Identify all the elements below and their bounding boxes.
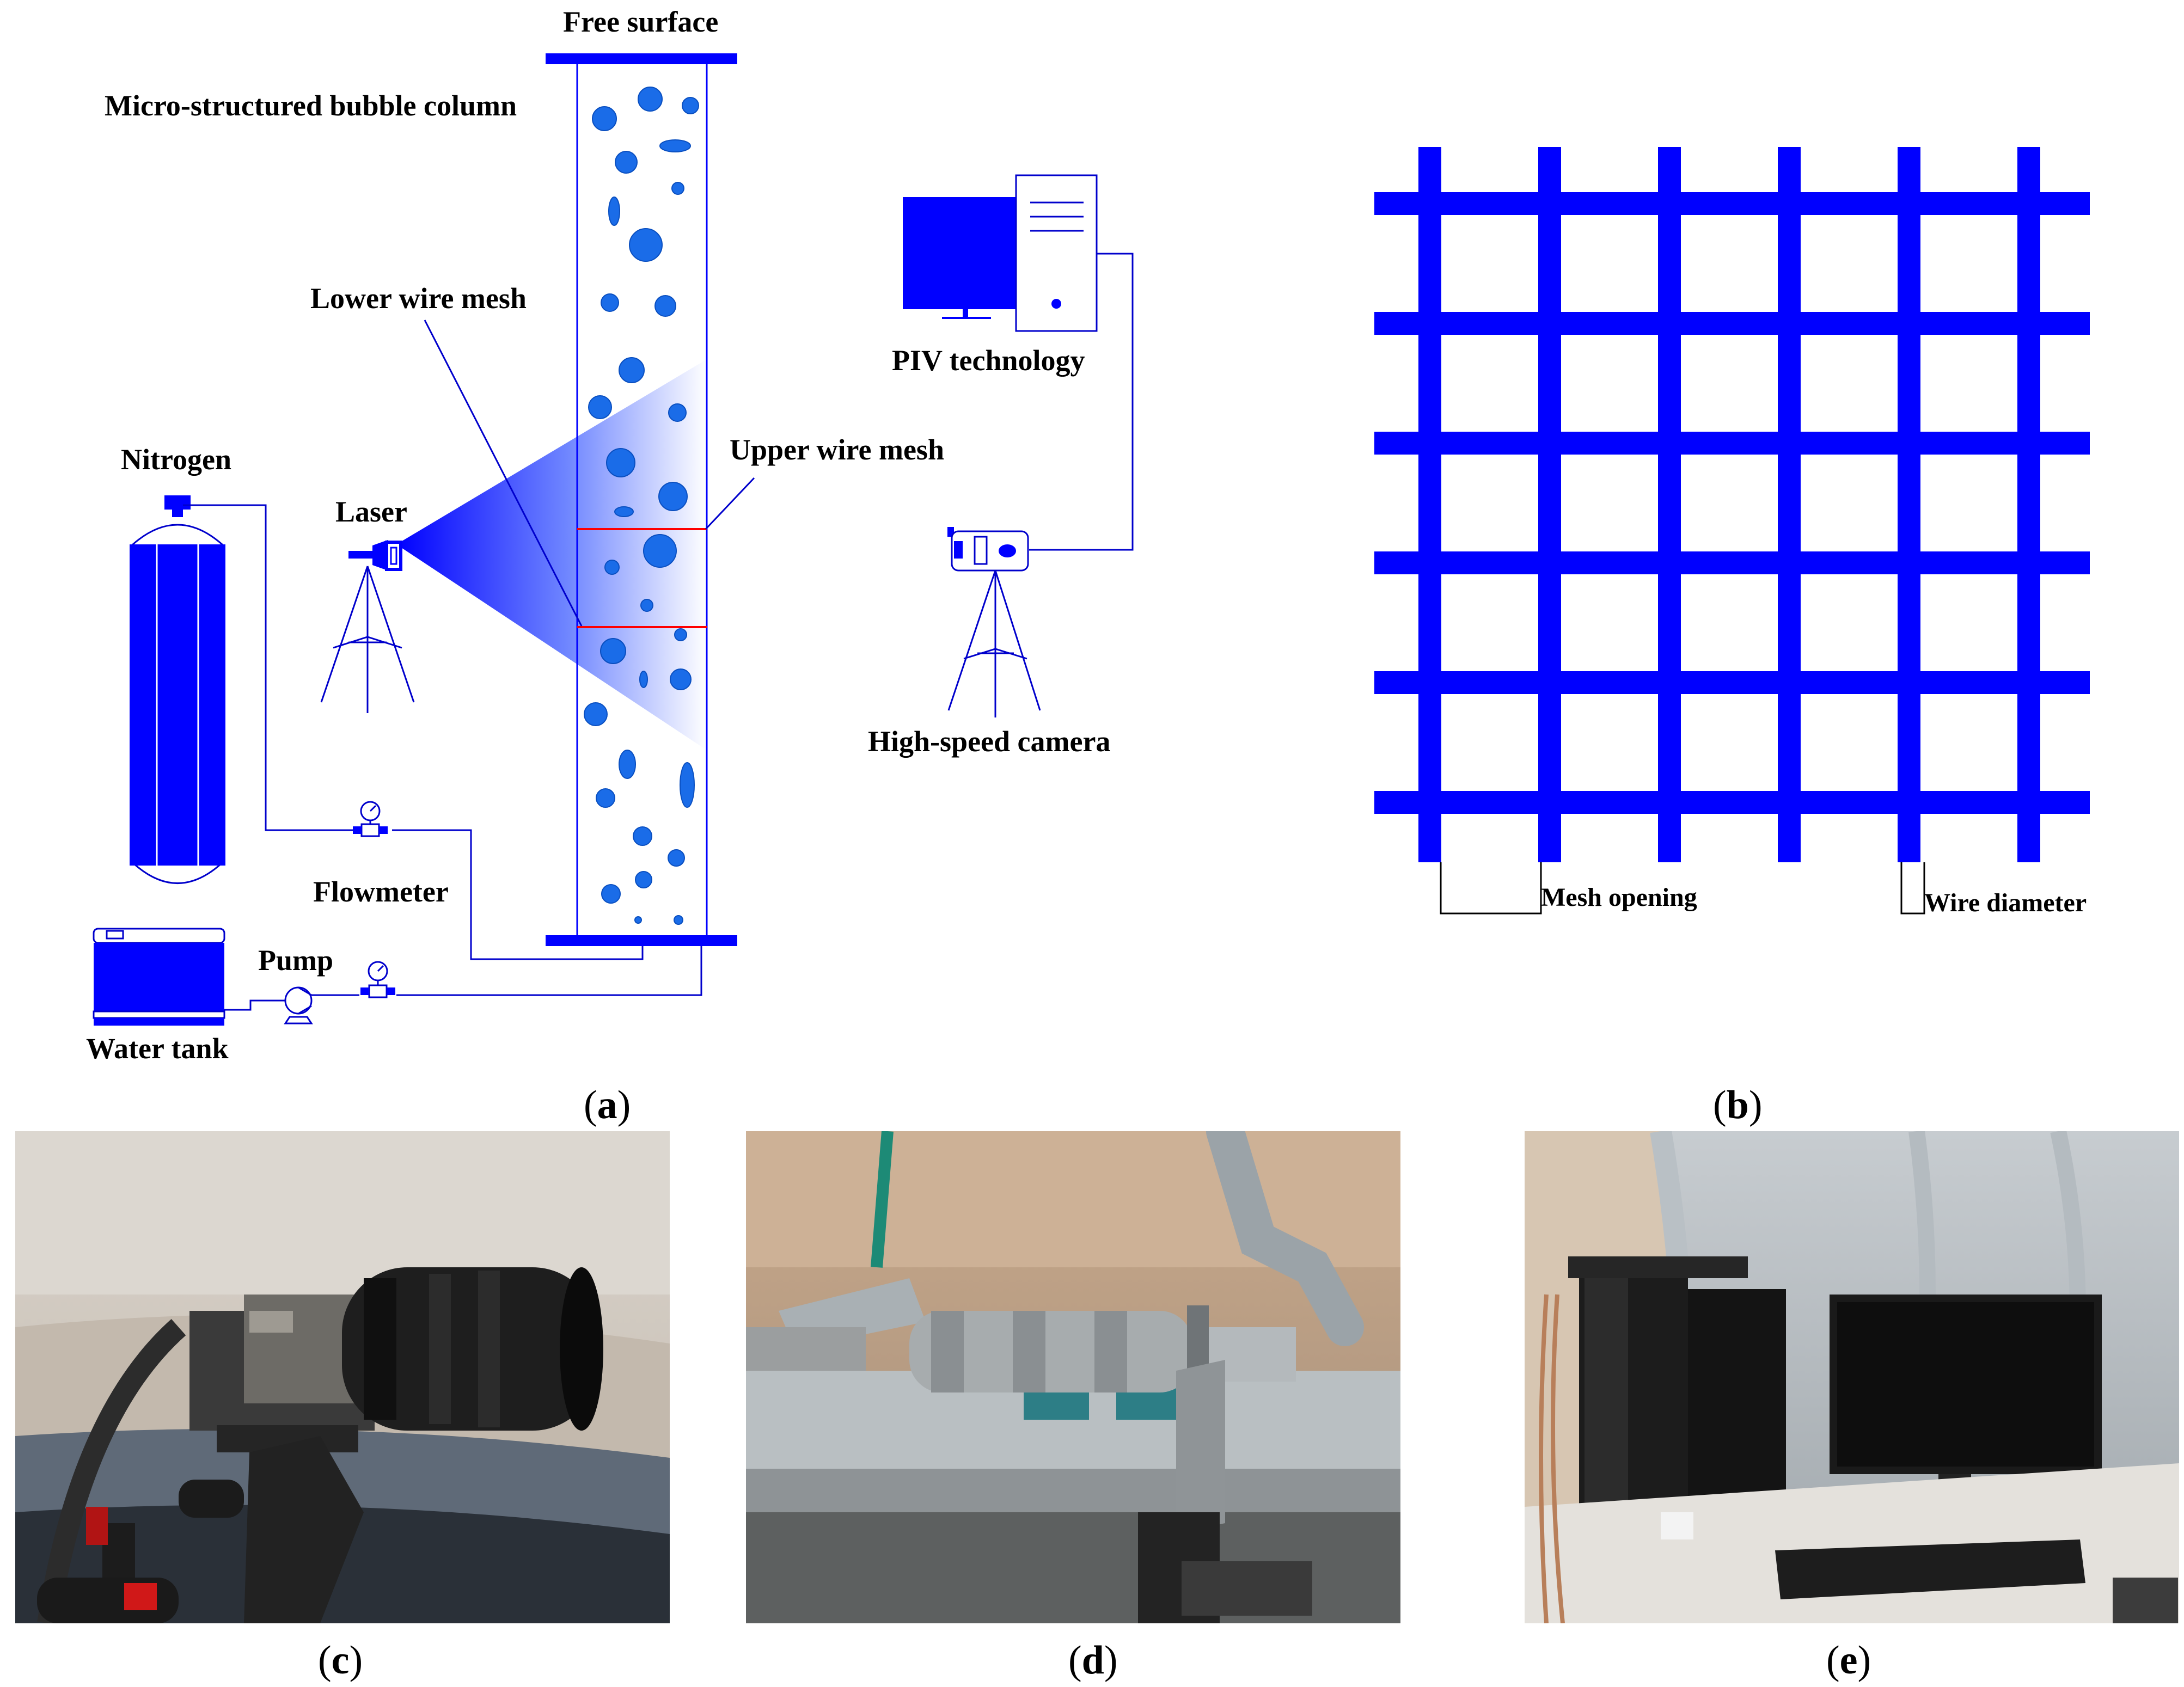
photo-workstation [1525,1131,2179,1623]
bubble [619,357,645,383]
label-water-tank: Water tank [86,1032,229,1065]
bubble [670,668,692,690]
bubble [601,884,621,904]
label-laser: Laser [335,495,407,528]
mesh-wire-horizontal [1374,192,2090,215]
bubble [629,228,663,262]
bubble-column [396,53,737,946]
panel-a: Free surface Micro-structured bubble col… [86,5,1134,1127]
label-lower-mesh: Lower wire mesh [310,282,527,315]
bubble [668,849,685,867]
photo-laser [746,1131,1400,1623]
mesh-wire-horizontal [1374,551,2090,574]
bubble [680,762,695,808]
caption-b: (b) [1713,1083,1762,1127]
mesh-wire-vertical [2017,147,2040,862]
label-wire-diameter: Wire diameter [1924,888,2087,917]
label-free-surface: Free surface [563,5,718,38]
laser-icon [348,540,402,571]
bubble [633,826,652,846]
bubble [659,139,691,152]
laser-tripod-icon [320,566,415,713]
pump-icon [284,986,313,1025]
top-flange [546,53,737,64]
bubble [671,182,684,195]
bubble [674,915,683,925]
flowmeter-icon-water [360,961,395,998]
label-mesh-opening: Mesh opening [1541,883,1697,912]
caption-e: (e) [1826,1638,1871,1683]
mesh-wire-horizontal [1374,312,2090,335]
caption-c: (c) [318,1638,363,1683]
nitrogen-cylinder-icon [130,495,225,884]
water-line [224,999,286,1011]
mesh-wire-horizontal [1374,791,2090,814]
label-piv: PIV technology [892,344,1085,377]
monitor-icon [903,197,1029,319]
bottom-flange [546,935,737,946]
gas-line [183,504,354,831]
bubble [634,916,642,924]
bubble [654,295,676,317]
water-line-3 [396,946,702,996]
leader-lower-mesh [424,320,583,627]
mesh-wire-vertical [1658,147,1681,862]
bubble [658,482,688,511]
label-camera: High-speed camera [868,725,1110,758]
camera-icon [947,527,1029,572]
leader-upper-mesh [705,477,755,530]
bubble [643,534,677,568]
bubble [640,599,653,612]
bubble [604,560,620,575]
label-pump: Pump [258,944,333,977]
panel-b: Mesh opening Wire diameter (b) [1374,147,2090,1127]
bubble [635,871,652,888]
mesh-wire-horizontal [1374,432,2090,455]
mesh-wire-horizontal [1374,671,2090,694]
bubble [668,403,687,422]
bubble [639,671,648,688]
bubble [614,506,634,517]
bubble [674,628,687,641]
flowmeter-icon [353,801,388,837]
camera-tripod-icon [947,570,1041,717]
bubble [608,197,620,226]
mesh-wire-vertical [1898,147,1920,862]
caption-d: (d) [1068,1638,1117,1683]
label-nitrogen: Nitrogen [121,443,231,476]
bubbles [584,87,699,925]
photo-camera [15,1131,670,1623]
water-tank-icon [93,928,225,1026]
label-column: Micro-structured bubble column [105,89,517,122]
bubble [615,151,638,174]
bubble [592,106,617,131]
label-upper-mesh: Upper wire mesh [730,433,944,466]
label-flowmeter: Flowmeter [313,875,449,908]
caption-a: (a) [584,1083,631,1127]
panel-c: (c) [15,1131,670,1683]
bubble [638,87,663,112]
mesh-wire-vertical [1778,147,1801,862]
data-cable [1029,253,1134,551]
panel-e: (e) [1525,1131,2179,1683]
bubble [584,702,608,726]
mesh-wire-vertical [1418,147,1441,862]
bubble [596,788,615,808]
wire-diameter-bracket [1900,862,1925,915]
bubble [600,638,626,664]
bubble [601,293,619,312]
bubble [682,97,699,114]
panel-d: (d) [746,1131,1400,1683]
mesh-opening-bracket [1440,862,1542,915]
pc-tower-icon [1015,174,1098,332]
bubble [606,448,635,477]
gas-line-2 [392,829,644,960]
mesh-wire-vertical [1538,147,1561,862]
bubble [619,750,636,779]
wire-mesh-grid [1374,147,2090,862]
bubble [588,395,612,419]
